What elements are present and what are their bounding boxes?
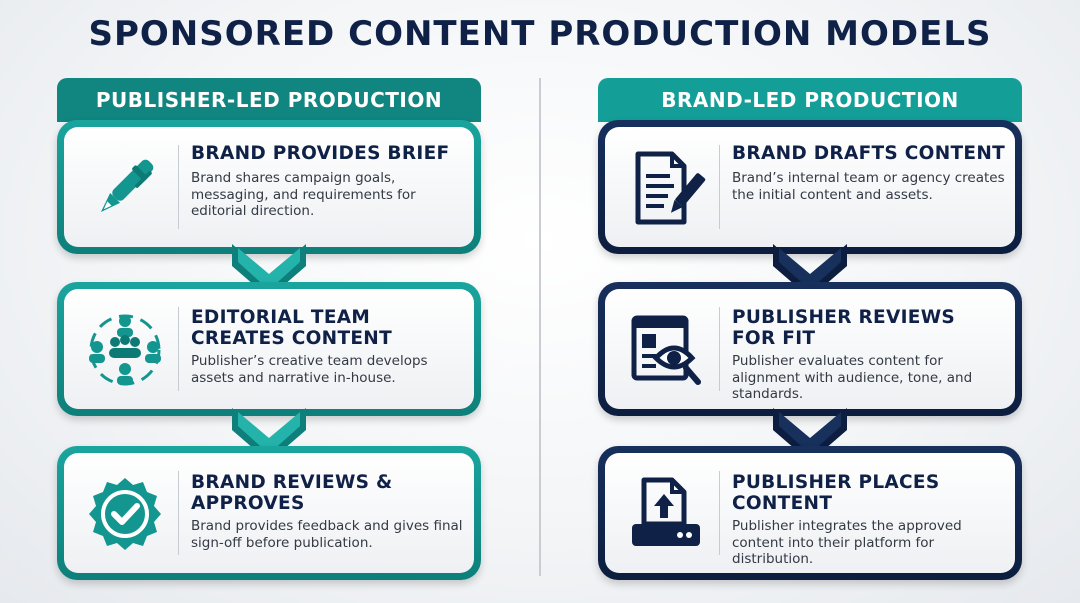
review-eye-icon — [623, 307, 709, 393]
publisher-led-column: PUBLISHER-LED PRODUCTION BRAND PROVIDES … — [57, 78, 481, 580]
page-title: SPONSORED CONTENT PRODUCTION MODELS — [88, 14, 992, 54]
step-heading: BRAND REVIEWS & APPROVES — [191, 472, 393, 514]
step-heading: BRAND PROVIDES BRIEF — [191, 143, 450, 164]
step-brand-provides-brief: BRAND PROVIDES BRIEF Brand shares campai… — [57, 120, 481, 254]
team-icon — [82, 307, 168, 393]
separator — [178, 471, 179, 555]
step-brand-drafts-content: BRAND DRAFTS CONTENT Brand’s internal te… — [598, 120, 1022, 254]
step-description: Brand shares campaign goals, messaging, … — [191, 170, 416, 219]
step-heading: PUBLISHER REVIEWS FOR FIT — [732, 307, 956, 349]
step-heading: EDITORIAL TEAM CREATES CONTENT — [191, 307, 393, 349]
document-edit-icon — [623, 145, 709, 231]
brand-led-column: BRAND-LED PRODUCTION BRAND DRAFT — [598, 78, 1022, 580]
separator — [178, 307, 179, 391]
separator — [719, 471, 720, 555]
separator — [719, 307, 720, 391]
step-heading: BRAND DRAFTS CONTENT — [732, 143, 1006, 164]
step-publisher-reviews-for-fit: PUBLISHER REVIEWS FOR FIT Publisher eval… — [598, 282, 1022, 416]
step-description: Publisher’s creative team develops asset… — [191, 353, 428, 386]
pen-icon — [82, 145, 168, 231]
step-brand-reviews-approves: BRAND REVIEWS & APPROVES Brand provides … — [57, 446, 481, 580]
step-description: Publisher evaluates content for alignmen… — [732, 353, 973, 402]
column-divider — [539, 78, 541, 576]
step-publisher-places-content: PUBLISHER PLACES CONTENT Publisher integ… — [598, 446, 1022, 580]
upload-icon — [623, 471, 709, 557]
brand-led-header: BRAND-LED PRODUCTION — [598, 78, 1022, 122]
separator — [178, 145, 179, 229]
step-description: Brand’s internal team or agency creates … — [732, 170, 1005, 203]
step-description: Publisher integrates the approved conten… — [732, 518, 962, 567]
publisher-led-header: PUBLISHER-LED PRODUCTION — [57, 78, 481, 122]
separator — [719, 145, 720, 229]
step-heading: PUBLISHER PLACES CONTENT — [732, 472, 940, 514]
approval-badge-icon — [82, 471, 168, 557]
step-description: Brand provides feedback and gives final … — [191, 518, 463, 551]
step-editorial-team-creates-content: EDITORIAL TEAM CREATES CONTENT Publisher… — [57, 282, 481, 416]
